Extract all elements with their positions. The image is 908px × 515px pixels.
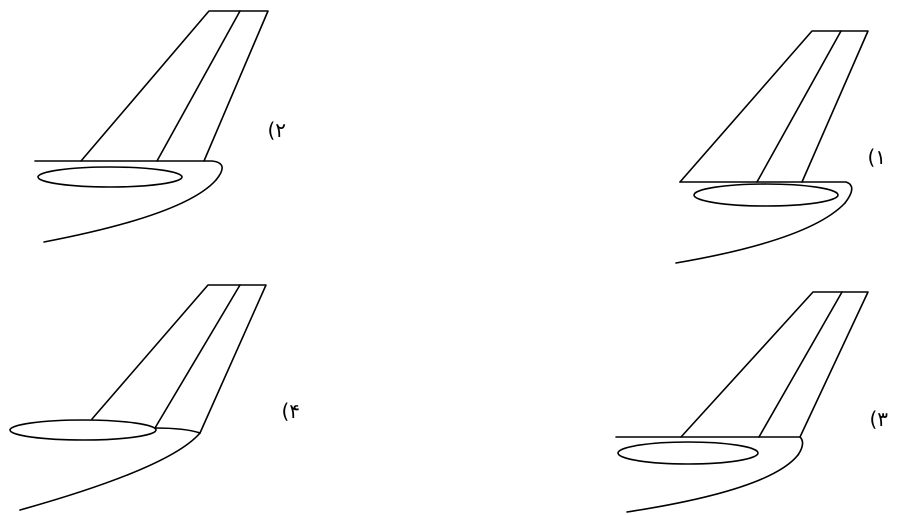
option-2-rudder-hinge-line	[156, 10, 241, 162]
option-2-horizontal-stabilizer-line	[34, 160, 223, 181]
option-4-vertical-fin	[91, 284, 267, 434]
option-3-horizontal-stabilizer-line	[615, 436, 804, 456]
option-3-figure[interactable]: (۳	[615, 291, 888, 513]
option-4-figure[interactable]: (۴	[9, 284, 300, 511]
option-1-figure[interactable]: (۱	[675, 30, 886, 264]
option-4-horizontal-stabilizer	[9, 419, 157, 441]
option-2-label: (۲	[267, 118, 286, 142]
option-4-fuselage-line	[19, 432, 201, 511]
option-2-horizontal-stabilizer	[37, 166, 183, 188]
option-1-label: (۱	[867, 145, 886, 169]
option-3-vertical-fin	[680, 291, 869, 438]
option-1-vertical-fin	[679, 30, 869, 183]
option-1-rudder-hinge-line	[756, 30, 842, 183]
option-3-horizontal-stabilizer	[617, 441, 759, 465]
option-3-rudder-hinge-line	[758, 291, 843, 438]
option-4-dorsal-fillet	[154, 427, 201, 434]
option-1-horizontal-stabilizer	[693, 183, 839, 207]
option-3-label: (۳	[869, 407, 888, 431]
option-4-label: (۴	[281, 399, 300, 423]
option-1-fuselage-line	[675, 202, 846, 264]
option-1-horizontal-stabilizer-line	[679, 181, 853, 204]
option-4-rudder-hinge-line	[154, 284, 241, 429]
option-3-fuselage-line	[626, 454, 799, 513]
option-2-vertical-fin	[80, 10, 269, 162]
option-2-figure[interactable]: (۲	[34, 10, 286, 243]
option-2-fuselage-line	[43, 179, 217, 243]
